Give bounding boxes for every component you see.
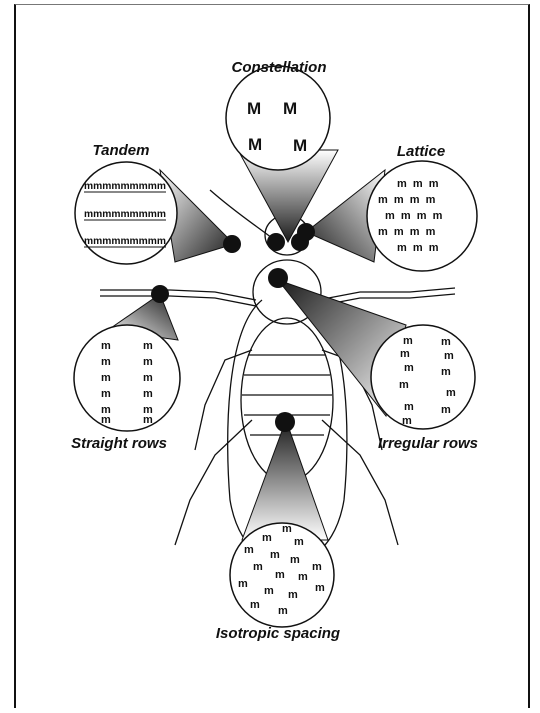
source-dot	[223, 235, 241, 253]
isotropic-mark: m	[253, 561, 263, 573]
insect-leg	[100, 296, 256, 306]
irregular-mark: m	[403, 335, 413, 347]
isotropic-mark: m	[238, 578, 248, 590]
irregular-mark: m	[399, 379, 409, 391]
tandem-marks: mmmmmmmmm mmmmmmmmm mmmmmmmmm	[84, 181, 166, 247]
irregular-mark: m	[441, 404, 451, 416]
straight-row-mark: m	[143, 414, 153, 426]
tandem-row: mmmmmmmmm	[84, 181, 166, 192]
isotropic-mark: m	[278, 605, 288, 617]
straight-row-mark: m	[101, 388, 111, 400]
isotropic-mark: m	[315, 582, 325, 594]
irregular-mark: m	[441, 336, 451, 348]
isotropic-mark: m	[262, 532, 272, 544]
irregular-mark: m	[441, 366, 451, 378]
lattice-row: m m m m	[378, 226, 436, 238]
lattice-row: m m m	[397, 178, 439, 190]
constellation-bubble	[226, 66, 330, 170]
straight-row-mark: m	[101, 340, 111, 352]
isotropic-mark: m	[294, 536, 304, 548]
lattice-row: m m m	[397, 242, 439, 254]
isotropic-mark: m	[270, 549, 280, 561]
straight-row-mark: m	[143, 356, 153, 368]
tandem-row: mmmmmmmmm	[84, 236, 166, 247]
label-tandem: Tandem	[93, 142, 150, 159]
label-isotropic-spacing: Isotropic spacing	[216, 625, 340, 642]
constellation-mark: M	[248, 135, 262, 154]
lattice-row: m m m m	[378, 194, 436, 206]
source-dot	[275, 412, 295, 432]
label-constellation: Constellation	[231, 59, 326, 76]
isotropic-mark: m	[264, 585, 274, 597]
source-dot	[267, 233, 285, 251]
source-dot	[297, 223, 315, 241]
straight-row-mark: m	[143, 388, 153, 400]
source-dot	[151, 285, 169, 303]
isotropic-mark: m	[290, 554, 300, 566]
straight-rows-bubble	[74, 325, 180, 431]
insect-leg	[195, 350, 252, 450]
constellation-mark: M	[293, 136, 307, 155]
label-lattice: Lattice	[397, 143, 445, 160]
irregular-mark: m	[404, 401, 414, 413]
irregular-mark: m	[402, 415, 412, 427]
label-straight-rows: Straight rows	[71, 435, 167, 452]
insect-leg	[175, 420, 252, 545]
straight-row-mark: m	[101, 414, 111, 426]
isotropic-mark: m	[312, 561, 322, 573]
insect-leg	[100, 290, 256, 300]
straight-row-mark: m	[101, 372, 111, 384]
source-dot	[268, 268, 288, 288]
constellation-mark: M	[247, 99, 261, 118]
isotropic-cone	[242, 420, 328, 540]
isotropic-mark: m	[282, 523, 292, 535]
straight-row-mark: m	[143, 372, 153, 384]
irregular-mark: m	[404, 362, 414, 374]
isotropic-mark: m	[298, 571, 308, 583]
tandem-row: mmmmmmmmm	[84, 209, 166, 220]
irregular-rows-bubble	[371, 325, 475, 429]
lattice-row: m m m m	[385, 210, 443, 222]
constellation-mark: M	[283, 99, 297, 118]
isotropic-mark: m	[244, 544, 254, 556]
label-irregular-rows: Irregular rows	[378, 435, 478, 452]
isotropic-mark: m	[250, 599, 260, 611]
isotropic-mark: m	[288, 589, 298, 601]
irregular-mark: m	[400, 348, 410, 360]
straight-row-mark: m	[143, 340, 153, 352]
irregular-mark: m	[444, 350, 454, 362]
straight-row-mark: m	[101, 356, 111, 368]
isotropic-mark: m	[275, 569, 285, 581]
irregular-mark: m	[446, 387, 456, 399]
